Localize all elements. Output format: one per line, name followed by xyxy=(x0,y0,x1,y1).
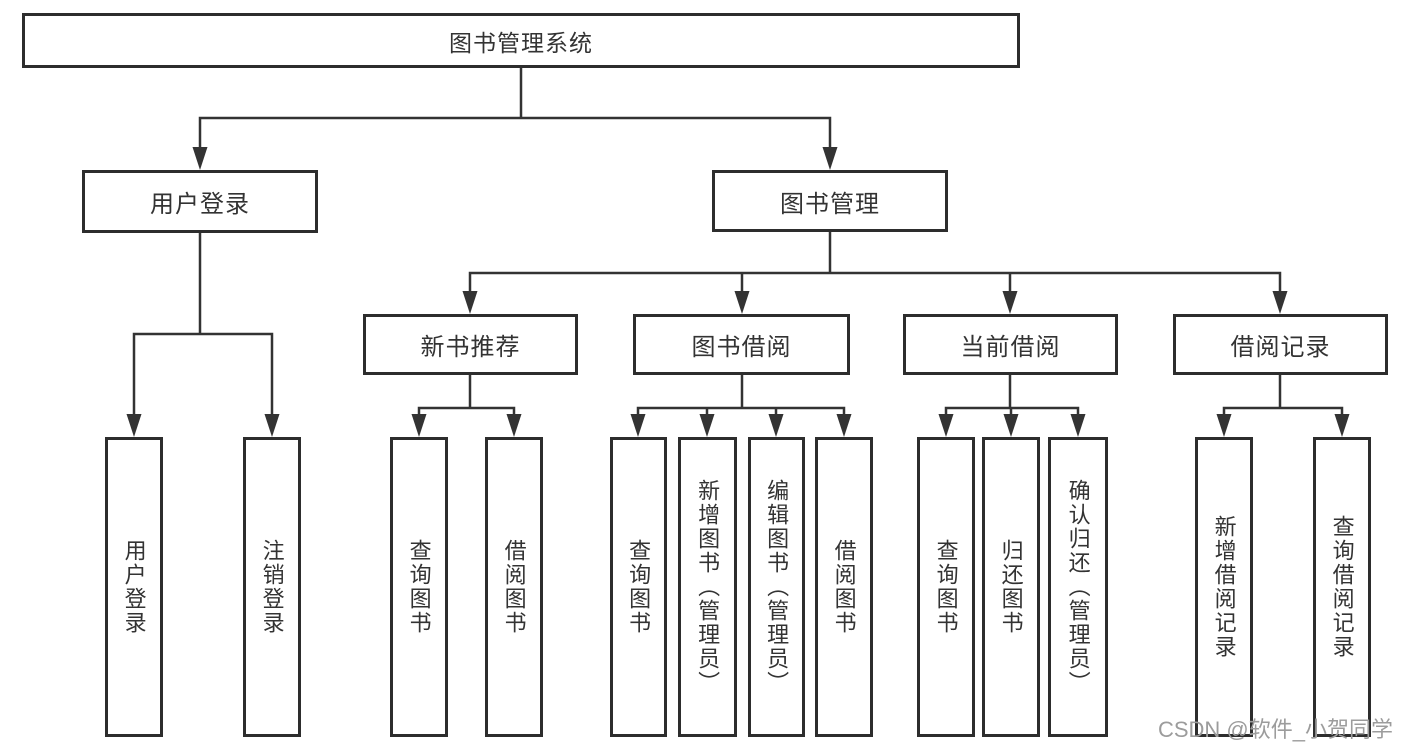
leaf-query-books-recommend: 查询图书 xyxy=(390,437,448,737)
node-label: 借阅图书 xyxy=(501,539,527,635)
node-label: 查询借阅记录 xyxy=(1329,515,1355,659)
node-label: 归还图书 xyxy=(998,539,1024,635)
leaf-add-borrow-record: 新增借阅记录 xyxy=(1195,437,1253,737)
node-label: 图书管理 xyxy=(780,190,880,218)
node-label: 注销登录 xyxy=(259,539,285,635)
node-label: 查询图书 xyxy=(406,539,432,635)
leaf-confirm-return-admin: 确认归还（管理员） xyxy=(1048,437,1108,737)
leaf-borrow-books-recommend: 借阅图书 xyxy=(485,437,543,737)
node-library-management-system: 图书管理系统 xyxy=(22,13,1020,68)
leaf-user-login: 用户登录 xyxy=(105,437,163,737)
node-label: 借阅记录 xyxy=(1230,334,1331,361)
node-label: 用户登录 xyxy=(150,191,250,218)
node-label: 图书借阅 xyxy=(691,334,792,361)
node-label: 当前借阅 xyxy=(960,334,1061,361)
csdn-watermark: CSDN @软件_小贺同学 xyxy=(1157,717,1393,742)
leaf-query-borrow-record: 查询借阅记录 xyxy=(1313,437,1371,737)
node-label: 查询图书 xyxy=(933,539,959,635)
node-label: 用户登录 xyxy=(121,539,147,635)
node-label: 查询图书 xyxy=(626,539,652,635)
node-book-management: 图书管理 xyxy=(712,170,948,232)
leaf-edit-books-admin: 编辑图书（管理员） xyxy=(748,437,805,737)
node-book-borrowing: 图书借阅 xyxy=(633,314,850,375)
leaf-return-books: 归还图书 xyxy=(982,437,1040,737)
node-label: 新增图书（管理员） xyxy=(695,479,721,695)
leaf-query-books-current: 查询图书 xyxy=(917,437,975,737)
leaf-add-books-admin: 新增图书（管理员） xyxy=(678,437,737,737)
node-label: 确认归还（管理员） xyxy=(1065,479,1091,695)
node-label: 图书管理系统 xyxy=(449,29,593,56)
leaf-query-books-borrowing: 查询图书 xyxy=(610,437,667,737)
leaf-borrow-books: 借阅图书 xyxy=(815,437,873,737)
node-label: 新增借阅记录 xyxy=(1211,515,1237,659)
node-borrowing-records: 借阅记录 xyxy=(1173,314,1388,375)
node-label: 借阅图书 xyxy=(831,539,857,635)
node-label: 编辑图书（管理员） xyxy=(764,479,790,695)
node-new-book-recommendation: 新书推荐 xyxy=(363,314,578,375)
node-user-login: 用户登录 xyxy=(82,170,318,233)
node-current-borrowing: 当前借阅 xyxy=(903,314,1118,375)
node-label: 新书推荐 xyxy=(420,334,521,361)
leaf-logout: 注销登录 xyxy=(243,437,301,737)
